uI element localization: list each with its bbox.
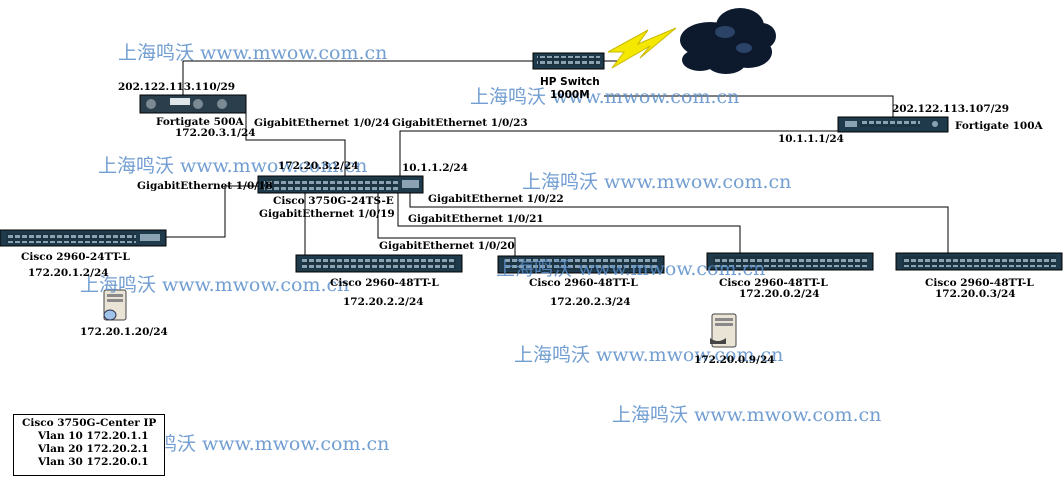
- sw-2960-48tt-d-name: Cisco 2960-48TT-L: [925, 277, 1034, 289]
- sw-2960-48tt-a-name: Cisco 2960-48TT-L: [330, 277, 439, 289]
- server-2-ip: 172.20.0.9/24: [694, 354, 775, 366]
- fortigate-100a-lan-ip: 10.1.1.1/24: [778, 133, 844, 145]
- port-label-18: GigabitEthernet 1/0/18: [137, 180, 273, 192]
- fortigate-500a-wan-ip: 202.122.113.110/29: [118, 81, 236, 93]
- port-label-21: GigabitEthernet 1/0/21: [408, 213, 544, 225]
- watermark: 上海鸣沃 www.mwow.com.cn: [522, 171, 792, 193]
- watermark: 上海鸣沃 www.mwow.com.cn: [118, 42, 388, 64]
- port-label-23: GigabitEthernet 1/0/23: [392, 117, 528, 129]
- sw-2960-48tt-c-device: [706, 252, 874, 271]
- sw-2960-48tt-c-ip: 172.20.0.2/24: [739, 288, 820, 300]
- port-label-24: GigabitEthernet 1/0/24: [254, 117, 390, 129]
- sw-2960-48tt-d-ip: 172.20.0.3/24: [935, 288, 1016, 300]
- watermark: 上海鸣沃 www.mwow.com.cn: [80, 274, 350, 296]
- watermark: 上海鸣沃 www.mwow.com.cn: [496, 258, 766, 280]
- sw-2960-48tt-d-device: [895, 252, 1063, 271]
- core-3750-device: [257, 175, 424, 194]
- legend-row: Vlan 30 172.20.0.1: [38, 456, 149, 468]
- fortigate-500a-device: [139, 94, 247, 114]
- sw-2960-48tt-b-ip: 172.20.2.3/24: [550, 296, 631, 308]
- center-ip-legend: Cisco 3750G-Center IP Vlan 10 172.20.1.1…: [13, 414, 165, 476]
- fortigate-100a-name: Fortigate 100A: [955, 120, 1043, 132]
- legend-row: Vlan 10 172.20.1.1: [38, 430, 149, 442]
- fortigate-100a-device: [837, 116, 949, 133]
- sw-2960-24tt-name: Cisco 2960-24TT-L: [21, 251, 130, 263]
- hp-switch-speed: 1000M: [550, 89, 590, 101]
- server-1-ip: 172.20.1.20/24: [80, 326, 168, 338]
- watermark: 上海鸣沃 www.mwow.com.cn: [470, 86, 740, 108]
- fortigate-100a-wan-ip: 202.122.113.107/29: [892, 103, 1010, 115]
- internet-cloud: [680, 8, 776, 74]
- watermark: 上海鸣沃 www.mwow.com.cn: [612, 404, 882, 426]
- sw-2960-24tt-device: [0, 229, 167, 247]
- lightning-bolt: [607, 27, 677, 69]
- legend-row: Vlan 20 172.20.2.1: [38, 443, 149, 455]
- sw-2960-48tt-b-device: [497, 255, 665, 274]
- watermark: 上海鸣沃 www.mwow.com.cn: [120, 433, 390, 455]
- core-name: Cisco 3750G-24TS-E: [273, 195, 394, 207]
- core-ip-fortigate: 172.20.3.2/24: [278, 160, 359, 172]
- fortigate-500a-name: Fortigate 500A: [156, 116, 244, 128]
- port-label-19: GigabitEthernet 1/0/19: [259, 208, 395, 220]
- watermark: 上海鸣沃 www.mwow.com.cn: [514, 344, 784, 366]
- sw-2960-24tt-ip: 172.20.1.2/24: [28, 267, 109, 279]
- port-label-22: GigabitEthernet 1/0/22: [428, 193, 564, 205]
- server-icon: [710, 313, 737, 348]
- core-ip-up: 10.1.1.2/24: [402, 162, 468, 174]
- port-label-20: GigabitEthernet 1/0/20: [379, 240, 515, 252]
- hp-switch-device: [532, 52, 605, 70]
- sw-2960-48tt-a-device: [295, 254, 463, 273]
- legend-title: Cisco 3750G-Center IP: [22, 417, 157, 429]
- fortigate-500a-lan-ip: 172.20.3.1/24: [175, 127, 256, 139]
- sw-2960-48tt-b-name: Cisco 2960-48TT-L: [529, 277, 638, 289]
- sw-2960-48tt-a-ip: 172.20.2.2/24: [343, 296, 424, 308]
- hp-switch-name: HP Switch: [540, 76, 600, 88]
- server-icon: [103, 289, 127, 321]
- sw-2960-48tt-c-name: Cisco 2960-48TT-L: [719, 277, 828, 289]
- watermark: 上海鸣沃 www.mwow.com.cn: [98, 155, 368, 177]
